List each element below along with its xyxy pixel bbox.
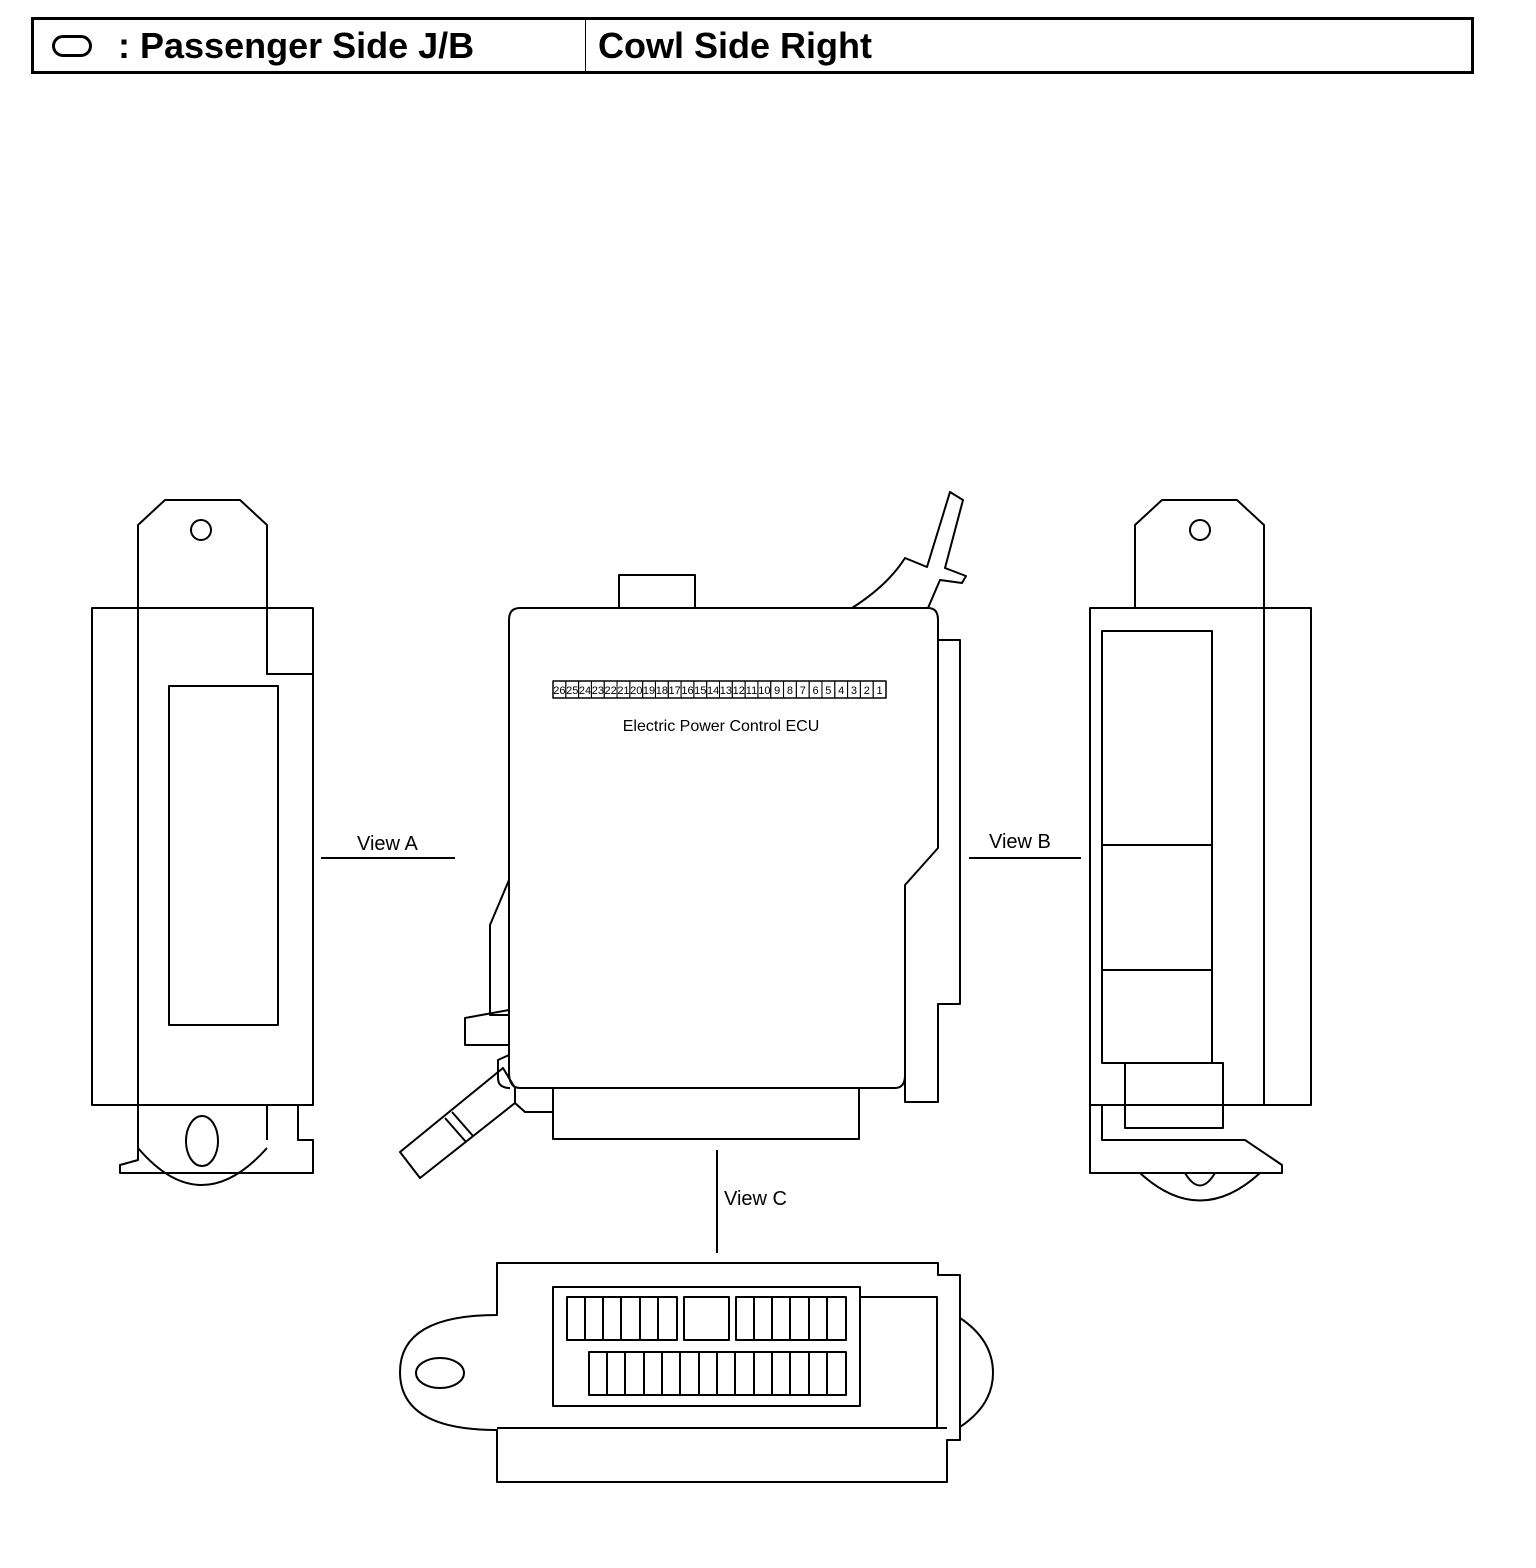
pin-number-label: 17 — [669, 685, 681, 697]
pin-number-label: 11 — [746, 685, 757, 697]
pin-number-label: 14 — [707, 685, 719, 697]
pin-number-label: 8 — [787, 685, 793, 697]
position-cell: Cowl Side Right — [586, 20, 1471, 71]
pin-number-label: 1 — [877, 685, 883, 697]
pin-number-label: 7 — [800, 685, 806, 697]
pin-number-label: 12 — [733, 685, 745, 697]
pin-cell — [872, 680, 887, 699]
pin-number-label: 6 — [812, 685, 818, 697]
pin-number-label: 23 — [592, 685, 604, 697]
component-name-label: Electric Power Control ECU — [623, 718, 820, 735]
pin-number-label: 3 — [851, 685, 857, 697]
location-cell: : Passenger Side J/B — [34, 20, 586, 71]
view-a-label: View A — [357, 833, 418, 855]
pin-number-label: 10 — [758, 685, 770, 697]
pin-number-label: 26 — [553, 685, 565, 697]
location-label: : Passenger Side J/B — [118, 24, 475, 66]
view-c-drawing — [399, 1262, 994, 1483]
pin-number-label: 21 — [617, 685, 629, 697]
pin-number-label: 22 — [605, 685, 617, 697]
pin-number-label: 2 — [864, 685, 870, 697]
pin-number-label: 16 — [681, 685, 693, 697]
view-a-drawing — [91, 499, 314, 1186]
oval-icon — [52, 34, 92, 57]
pin-number-label: 20 — [630, 685, 642, 697]
view-b-drawing — [1089, 499, 1312, 1202]
pin-number-label: 15 — [694, 685, 706, 697]
pin-number-label: 5 — [825, 685, 831, 697]
pin-number-label: 24 — [579, 685, 591, 697]
pin-number-label: 9 — [774, 685, 780, 697]
position-label: Cowl Side Right — [598, 24, 872, 66]
pin-number-label: 18 — [656, 685, 668, 697]
pin-number-label: 19 — [643, 685, 655, 697]
view-c-label: View C — [724, 1188, 787, 1210]
title-bar: : Passenger Side J/B Cowl Side Right — [31, 17, 1474, 74]
view-b-label: View B — [989, 831, 1051, 853]
pin-number-label: 4 — [838, 685, 844, 697]
pin-number-label: 13 — [720, 685, 732, 697]
pin-number-label: 25 — [566, 685, 578, 697]
